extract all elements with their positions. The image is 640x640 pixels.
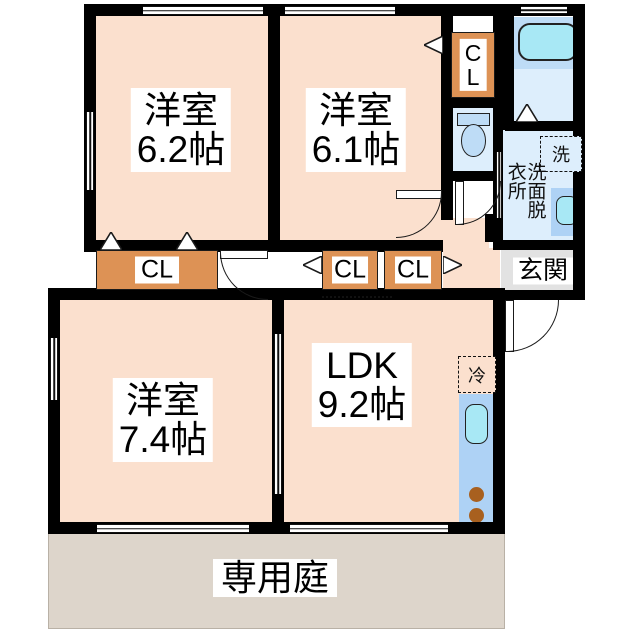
bathroom-door-triangle-icon: [514, 102, 540, 123]
wall-left-lower: [48, 288, 60, 534]
wall-right-of-bedroom-6-1: [441, 4, 453, 220]
room-label-washitsu-7-4: 洋室 7.4帖: [112, 378, 214, 462]
room-label-ldk: LDK 9.2帖: [311, 343, 413, 427]
closet-label-upper-right-chars: C L: [459, 38, 487, 92]
wall-genkan-bottom: [493, 290, 585, 300]
genkan-label: 玄関: [512, 257, 574, 285]
washroom-label-col-left: 衣所: [504, 162, 526, 200]
room-label-line1: 洋室: [144, 90, 218, 131]
wall-right-lower: [493, 296, 505, 534]
window-bedroom-6-2-left[interactable]: [86, 112, 94, 190]
wall-washroom-bottom: [493, 240, 585, 250]
wall-partition-bedrooms: [268, 4, 280, 252]
door-marker-closet-mid-left[interactable]: [301, 254, 323, 276]
room-label-washitsu-6-1: 洋室 6.1帖: [305, 88, 407, 172]
washer-mark-label: 洗: [552, 145, 570, 165]
sliding-door-ldk-garden[interactable]: [290, 524, 448, 533]
closet-label-mid-right: CL: [395, 255, 431, 284]
closet-door-triangle-icon: [174, 230, 200, 251]
door-marker-closet-upper-right[interactable]: [422, 34, 444, 56]
sliding-door-bedroom-7-4-garden[interactable]: [97, 524, 249, 533]
closet-label-char-c: C: [464, 39, 482, 66]
threshold-hallway-ldk: [322, 296, 392, 298]
washroom-label-col-right: 洗面脱: [524, 162, 546, 219]
window-bedroom-6-2-top[interactable]: [143, 6, 263, 15]
wall-hallway-nub: [485, 214, 495, 242]
stove-burner-front: [469, 487, 484, 502]
door-marker-hallway-closet[interactable]: [442, 254, 464, 276]
fridge-mark-label: 冷: [468, 365, 486, 386]
room-label-line2: 6.1帖: [311, 129, 401, 170]
door-marker-closet-top-left-b[interactable]: [174, 230, 200, 251]
wall-closet-toilet-divider: [447, 98, 497, 108]
door-marker-bathroom[interactable]: [514, 102, 540, 123]
closet-arrow-left-icon: [422, 34, 444, 56]
door-marker-closet-top-left-a[interactable]: [98, 230, 124, 251]
room-label-washitsu-6-2: 洋室 6.2帖: [130, 88, 232, 172]
closet-arrow-left-icon: [301, 254, 323, 276]
closet-cl-top-left[interactable]: CL: [96, 250, 218, 290]
wall-bath-bottom: [505, 121, 585, 131]
room-label-line2: 9.2帖: [317, 384, 407, 425]
stove-burner-back: [469, 508, 484, 523]
washer-placement-box: 洗: [540, 136, 582, 172]
sliding-partition-bedroom-ldk[interactable]: [274, 334, 282, 494]
kitchen-sink-basin: [465, 404, 488, 444]
window-bedroom-6-1-top[interactable]: [285, 6, 395, 15]
closet-cl-mid-right[interactable]: CL: [384, 250, 442, 290]
window-bathroom-top[interactable]: [521, 6, 567, 14]
room-label-line2: 6.2帖: [136, 129, 226, 170]
closet-door-triangle-icon: [98, 230, 124, 251]
window-bedroom-7-4-left[interactable]: [50, 338, 58, 400]
fridge-placement-box: 冷: [458, 356, 496, 393]
wall-toilet-bottom: [447, 171, 497, 181]
washroom-label: 洗面脱 衣所: [504, 162, 546, 219]
closet-cl-mid-left[interactable]: CL: [322, 250, 378, 290]
wall-bath-left: [505, 14, 514, 124]
closet-label-top-left: CL: [135, 256, 179, 284]
bathtub: [518, 23, 578, 61]
garden-label: 専用庭: [212, 559, 338, 597]
room-label-line2: 7.4帖: [118, 419, 208, 460]
toilet-bowl: [461, 124, 486, 157]
wall-bedroom-6-1-bottom: [280, 240, 443, 252]
closet-cl-upper-right[interactable]: C L: [451, 32, 495, 98]
door-arc-genkan: [507, 300, 559, 352]
room-label-line1: LDK: [326, 345, 398, 386]
closet-label-char-l: L: [466, 64, 480, 90]
room-label-line1: 洋室: [126, 380, 200, 421]
room-label-line1: 洋室: [319, 90, 393, 131]
closet-label-mid-left: CL: [332, 255, 368, 284]
hallway-arrow-right-icon: [442, 254, 464, 276]
